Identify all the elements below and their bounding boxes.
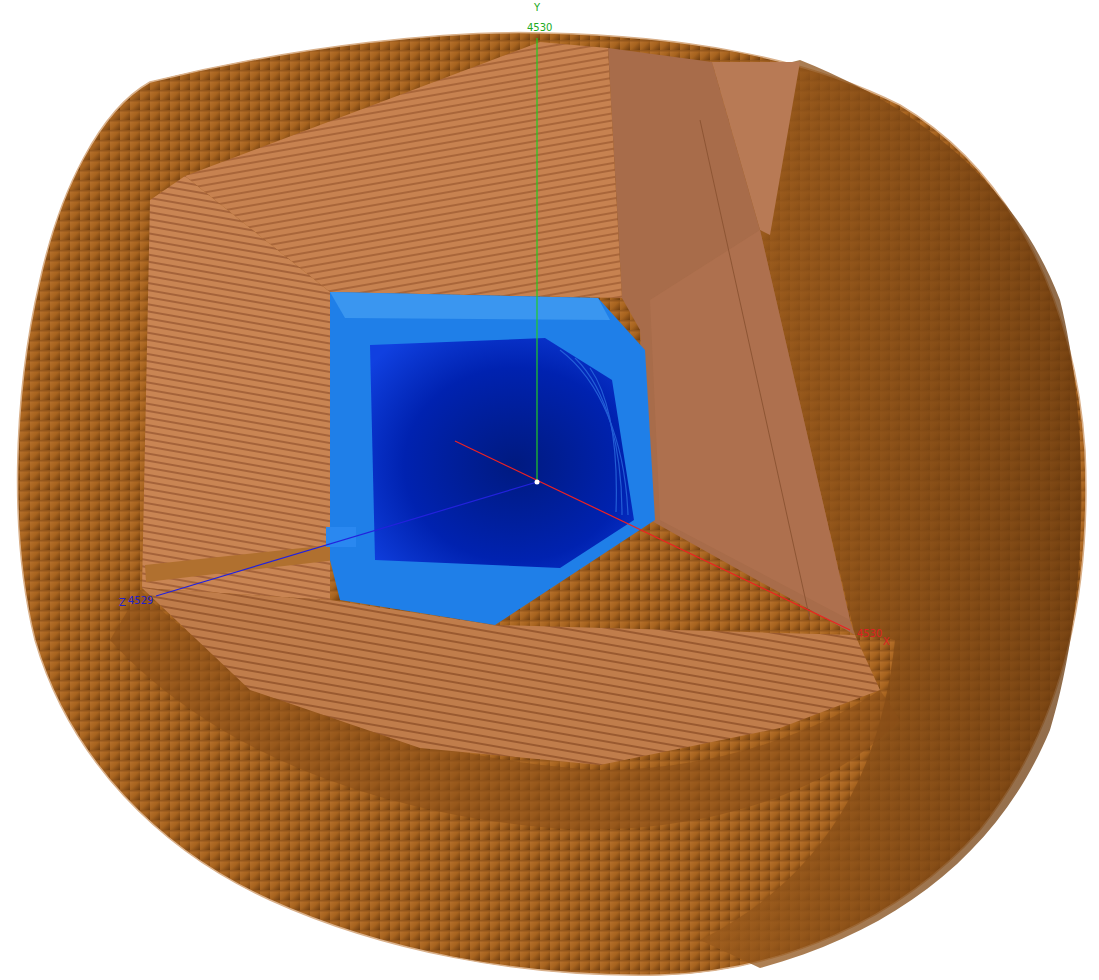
axis-label: Y bbox=[534, 2, 540, 14]
axis-label: 4530 bbox=[857, 628, 882, 640]
axis-label: 4529 bbox=[128, 595, 153, 607]
axis-label: X bbox=[883, 636, 890, 648]
axis-label: 4530 bbox=[527, 22, 552, 34]
axis-label: Z bbox=[119, 597, 126, 609]
